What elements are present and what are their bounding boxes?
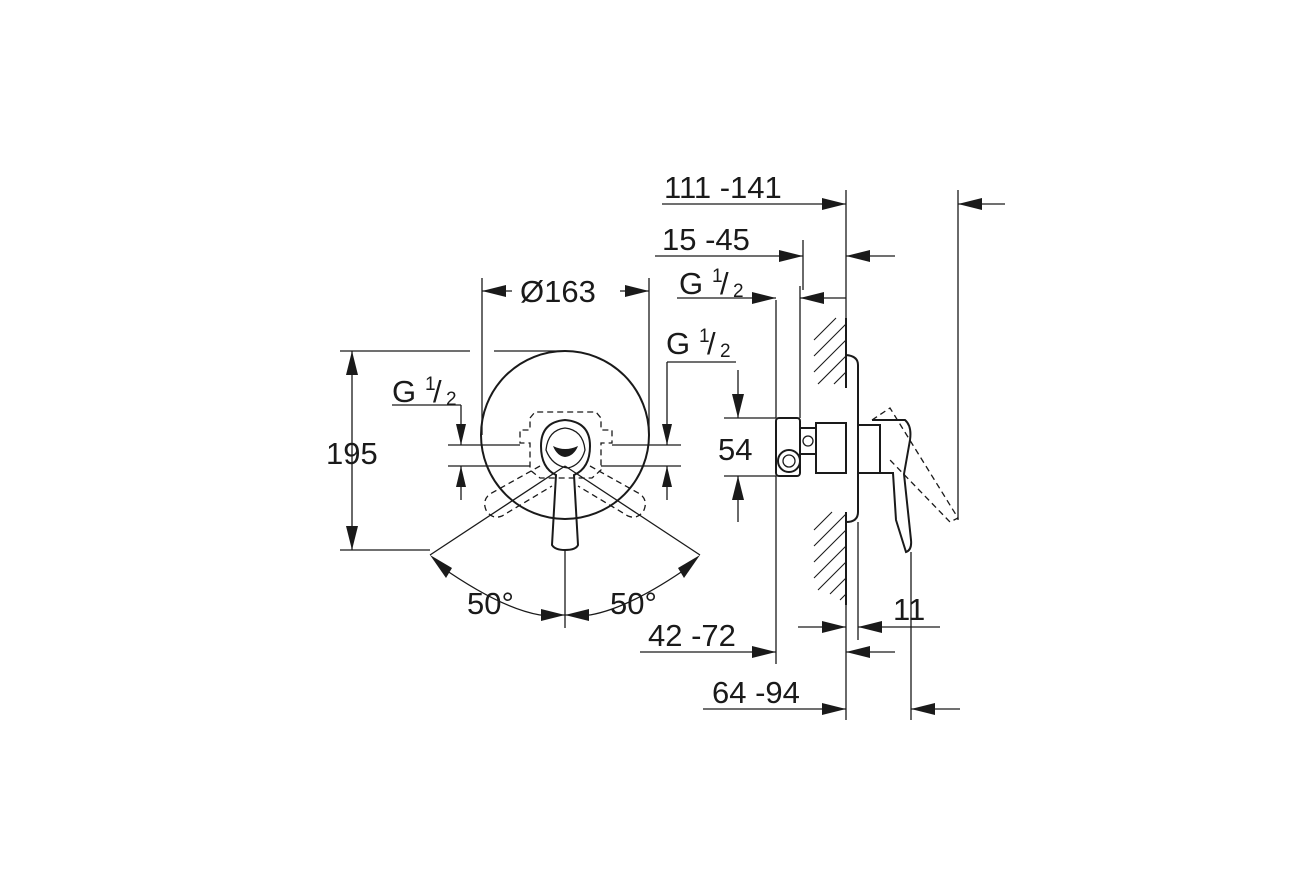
- height-label: 195: [326, 436, 378, 471]
- inlet-spacing-label: 54: [718, 432, 752, 467]
- front-thread-den: 2: [733, 281, 744, 302]
- lever-rotated-left: [484, 465, 553, 518]
- lever-side-profile: [872, 419, 913, 554]
- rosette-plate: [845, 354, 859, 523]
- front-thread-label: G: [679, 266, 703, 301]
- side-thread-right-label: G: [666, 326, 690, 361]
- side-thread-left-label: G: [392, 374, 416, 409]
- install-depth-label: 64 -94: [712, 675, 800, 710]
- side-thread-left-den: 2: [446, 389, 457, 410]
- angle-left-label: 50°: [467, 586, 514, 621]
- side-thread-left-num: 1: [425, 374, 436, 395]
- side-thread-right-slash: /: [707, 326, 716, 361]
- rosette-diameter-label: Ø163: [520, 274, 596, 309]
- rosette-circle: [480, 350, 650, 520]
- side-thread-right-num: 1: [699, 326, 710, 347]
- side-thread-right-den: 2: [720, 341, 731, 362]
- lever-rotated-right: [577, 465, 646, 518]
- front-thread-num: 1: [712, 266, 723, 287]
- front-thread-slash: /: [720, 266, 729, 301]
- concealed-body-outline: [519, 411, 613, 479]
- overall-depth-label: 111 -141: [664, 170, 782, 205]
- angle-right-label: 50°: [610, 586, 657, 621]
- front-view: [340, 278, 736, 628]
- rosette-thickness-label: 11: [893, 592, 925, 627]
- handle-body-side: [857, 424, 881, 474]
- side-thread-left-slash: /: [433, 374, 442, 409]
- wall-offset-label: 15 -45: [662, 222, 750, 257]
- lever-handle-inner: [545, 427, 586, 469]
- lever-logo-icon: [553, 446, 578, 457]
- inlet-connector-circle: [777, 449, 801, 473]
- lever-handle: [539, 418, 592, 552]
- sleeve: [815, 422, 847, 474]
- body-depth-label: 42 -72: [648, 618, 736, 653]
- lever-raised: [871, 407, 959, 523]
- side-view: [640, 190, 1005, 720]
